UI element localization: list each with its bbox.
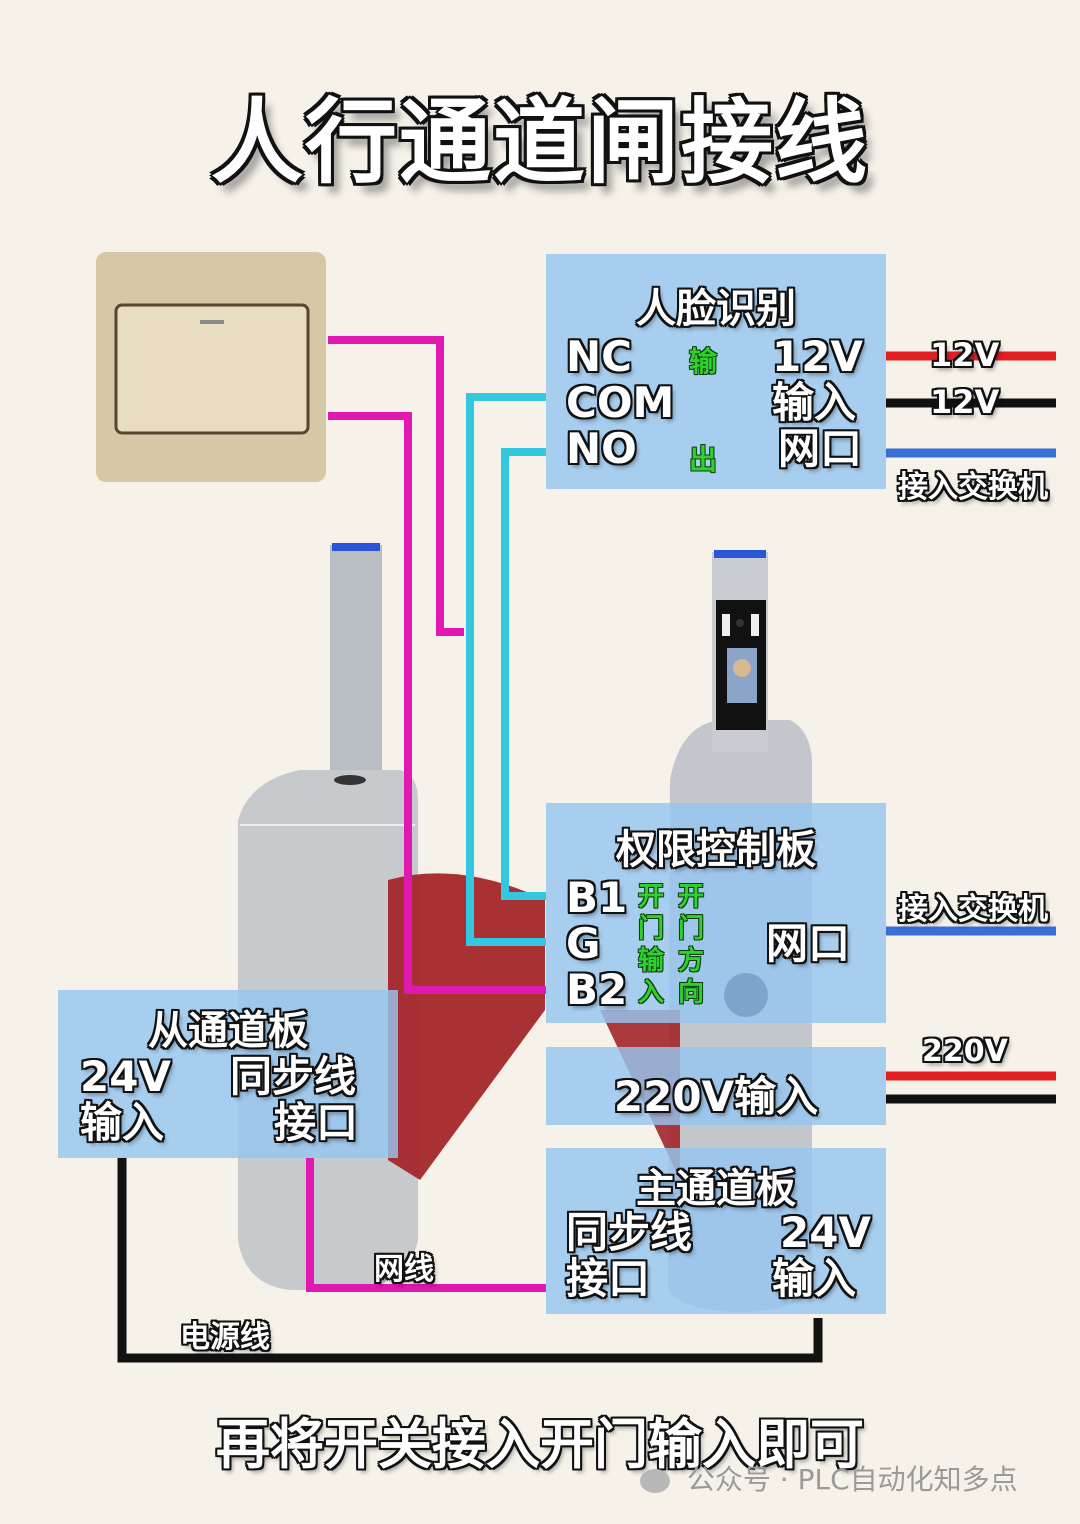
- switch-wire-1: [328, 336, 464, 636]
- output-note-bottom: 出: [689, 443, 718, 476]
- master-input-label: 输入: [772, 1254, 857, 1303]
- access-panel-title: 权限控制板: [616, 827, 816, 873]
- master-panel-title: 主通道板: [636, 1166, 796, 1212]
- slave-port-label: 接口: [274, 1098, 359, 1147]
- output-note-top: 输: [689, 345, 718, 378]
- power-cable: [117, 1158, 823, 1363]
- note-char: 向: [678, 978, 705, 1008]
- open-input-note: 开 门 输 入: [638, 881, 668, 1009]
- note-char: 方: [678, 946, 705, 976]
- master-sync-label: 同步线: [566, 1208, 693, 1257]
- slave-sync-label: 同步线: [230, 1052, 357, 1101]
- note-char: 开: [678, 882, 705, 912]
- slave-board-panel: 从通道板 24V 输入 同步线 接口: [58, 990, 398, 1158]
- diagram-title: 人行通道闸接线: [210, 89, 869, 196]
- note-char: 门: [678, 914, 705, 944]
- terminal-g: G: [566, 919, 601, 968]
- sync-network-cable: [306, 1158, 546, 1292]
- gate-indicator-icon: [724, 973, 768, 1017]
- face-input-label: 输入: [772, 378, 857, 427]
- open-direction-note: 开 门 方 向: [678, 881, 708, 1009]
- access-switch-label: 接入交换机: [898, 892, 1048, 927]
- power-input-panel: 220V输入: [546, 1047, 886, 1125]
- face-panel-title: 人脸识别: [636, 286, 796, 332]
- face-terminal-icon: [712, 550, 768, 752]
- access-control-panel: 权限控制板 B1 G B2 开 门 输 入 开 门 方 向 网口: [546, 803, 886, 1023]
- master-24v-label: 24V: [780, 1208, 871, 1257]
- slave-24v-label: 24V: [80, 1052, 171, 1101]
- face-network-port-label: 网口: [778, 424, 863, 473]
- master-port-label: 接口: [566, 1254, 651, 1303]
- terminal-b2: B2: [566, 965, 628, 1014]
- slave-input-label: 输入: [80, 1098, 165, 1147]
- face-12v-label: 12V: [772, 332, 863, 381]
- power-220v-label: 220V: [922, 1034, 1008, 1069]
- slave-panel-title: 从通道板: [148, 1008, 308, 1054]
- note-char: 入: [638, 978, 665, 1008]
- face-recognition-panel: 人脸识别 NC COM NO 输 出 12V 输入 网口: [546, 254, 886, 489]
- no-to-b1-wire: [501, 448, 546, 900]
- note-char: 开: [638, 882, 665, 912]
- watermark-text: 公众号 · PLC自动化知多点: [686, 1463, 1018, 1496]
- access-network-port-label: 网口: [766, 919, 851, 968]
- switch-wire-2: [328, 412, 546, 994]
- wall-switch-icon: [96, 252, 326, 482]
- watermark: 公众号 · PLC自动化知多点: [640, 1458, 1018, 1498]
- network-cable-label: 网线: [374, 1252, 434, 1287]
- power-cable-label: 电源线: [180, 1320, 270, 1355]
- terminal-b1: B1: [566, 873, 628, 922]
- face-12v-minus-label: 12V: [930, 383, 1000, 421]
- terminal-com: COM: [566, 378, 675, 427]
- power-input-label: 220V输入: [613, 1072, 819, 1121]
- terminal-no: NO: [566, 424, 637, 473]
- com-to-g-wire: [466, 393, 546, 946]
- terminal-nc: NC: [566, 332, 632, 381]
- face-switch-label: 接入交换机: [898, 470, 1048, 505]
- note-char: 门: [638, 914, 665, 944]
- footer-note: 再将开关接入开门输入即可: [216, 1413, 864, 1476]
- wechat-icon: [640, 1469, 670, 1493]
- note-char: 输: [638, 946, 665, 976]
- master-board-panel: 主通道板 同步线 接口 24V 输入: [546, 1148, 886, 1314]
- face-12v-plus-label: 12V: [930, 336, 1000, 374]
